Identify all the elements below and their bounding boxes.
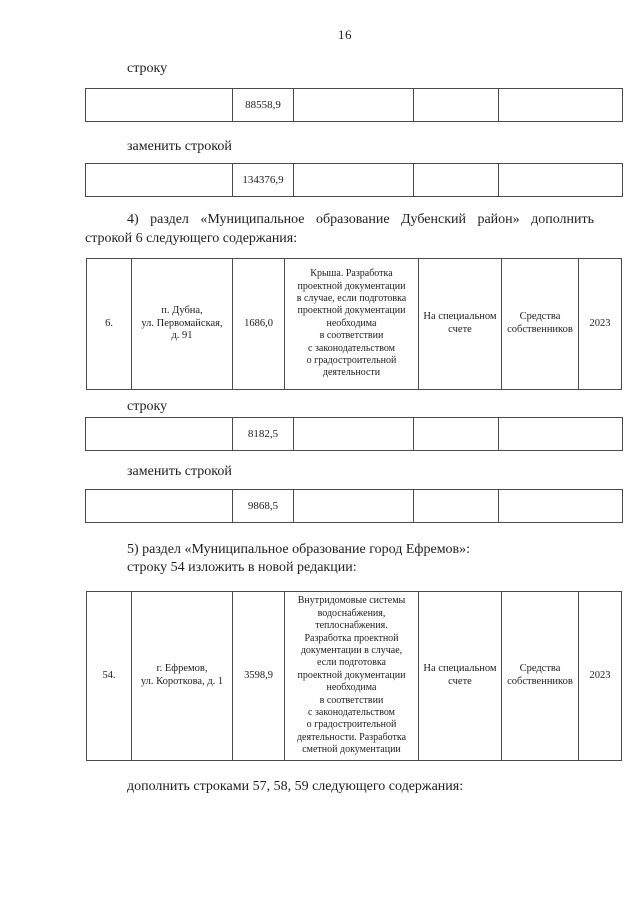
cell-empty (413, 417, 499, 451)
cell-row-number: 6. (86, 258, 132, 390)
table-row: 88558,9 (85, 88, 623, 122)
paragraph-5-line1: 5) раздел «Муниципальное образование гор… (127, 542, 471, 557)
table-row: 6. п. Дубна, ул. Первомайская, д. 91 168… (86, 258, 622, 390)
excerpt-table-new-value-1: 134376,9 (85, 163, 623, 197)
cell-empty (413, 88, 499, 122)
cell-empty (413, 163, 499, 197)
cell-cost: 134376,9 (232, 163, 294, 197)
paragraph-4-line1: 4) раздел «Муниципальное образование Дуб… (127, 212, 594, 227)
cell-row-number: 54. (86, 591, 132, 761)
table-row: 9868,5 (85, 489, 623, 523)
cell-year: 2023 (578, 591, 622, 761)
cell-cost: 8182,5 (232, 417, 294, 451)
cell-funding-source: Средства собственников (501, 258, 579, 390)
excerpt-table-new-value-2: 9868,5 (85, 489, 623, 523)
cell-empty (293, 417, 414, 451)
label-zamenit-1: заменить строкой (127, 139, 232, 154)
cell-empty (85, 88, 233, 122)
excerpt-table-old-value-2: 8182,5 (85, 417, 623, 451)
label-stroku-1: строку (127, 61, 168, 76)
table-row: 54. г. Ефремов, ул. Короткова, д. 1 3598… (86, 591, 622, 761)
cell-account-type: На специальном счете (418, 258, 502, 390)
cell-funding-source: Средства собственников (501, 591, 579, 761)
cell-empty (293, 489, 414, 523)
cell-empty (293, 88, 414, 122)
excerpt-table-old-value-1: 88558,9 (85, 88, 623, 122)
page-number: 16 (338, 27, 352, 42)
cell-work-description: Внутридомовые системы водоснабжения, теп… (284, 591, 419, 761)
table-row: 134376,9 (85, 163, 623, 197)
row-table-6: 6. п. Дубна, ул. Первомайская, д. 91 168… (86, 258, 622, 390)
paragraph-4-line2: строкой 6 следующего содержания: (85, 231, 298, 246)
cell-cost: 88558,9 (232, 88, 294, 122)
cell-empty (498, 163, 623, 197)
label-stroku-2: строку (127, 399, 168, 414)
cell-empty (498, 88, 623, 122)
cell-empty (498, 417, 623, 451)
cell-empty (413, 489, 499, 523)
cell-account-type: На специальном счете (418, 591, 502, 761)
cell-cost: 3598,9 (232, 591, 285, 761)
label-zamenit-2: заменить строкой (127, 464, 232, 479)
cell-empty (85, 489, 233, 523)
cell-empty (293, 163, 414, 197)
cell-address: г. Ефремов, ул. Короткова, д. 1 (131, 591, 233, 761)
cell-empty (85, 163, 233, 197)
paragraph-section-5: 5) раздел «Муниципальное образование гор… (127, 541, 597, 577)
table-row: 8182,5 (85, 417, 623, 451)
closing-line: дополнить строками 57, 58, 59 следующего… (127, 779, 464, 794)
cell-empty (498, 489, 623, 523)
cell-empty (85, 417, 233, 451)
cell-cost: 1686,0 (232, 258, 285, 390)
row-table-54: 54. г. Ефремов, ул. Короткова, д. 1 3598… (86, 591, 622, 761)
cell-work-description: Крыша. Разработка проектной документации… (284, 258, 419, 390)
cell-address: п. Дубна, ул. Первомайская, д. 91 (131, 258, 233, 390)
cell-year: 2023 (578, 258, 622, 390)
paragraph-section-4: 4) раздел «Муниципальное образование Дуб… (85, 210, 594, 248)
paragraph-5-line2: строку 54 изложить в новой редакции: (127, 560, 357, 575)
cell-cost: 9868,5 (232, 489, 294, 523)
